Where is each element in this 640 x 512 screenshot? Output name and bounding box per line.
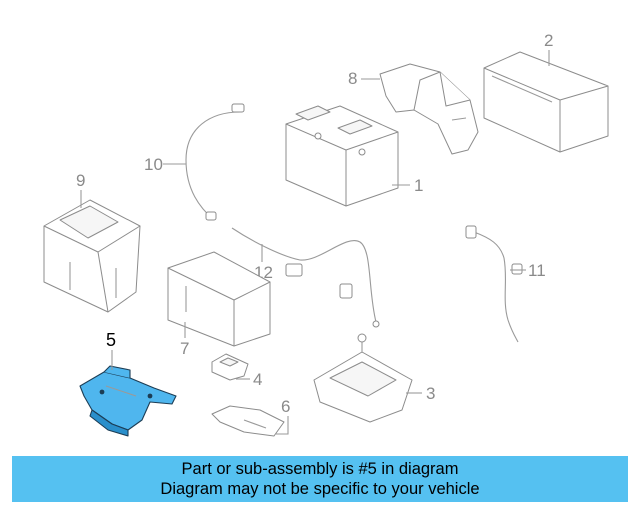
info-banner: Part or sub-assembly is #5 in diagram Di…: [12, 456, 628, 502]
part-8-bracket[interactable]: [379, 63, 479, 155]
callout-2: 2: [544, 31, 553, 50]
part-9-cover[interactable]: [43, 199, 141, 313]
part-10-cable[interactable]: [185, 103, 245, 221]
banner-line-1: Part or sub-assembly is #5 in diagram: [181, 460, 459, 478]
part-11-sensor-cable[interactable]: [465, 225, 523, 343]
leader-6: [276, 416, 289, 435]
callout-11: 11: [528, 261, 546, 280]
part-3-battery-tray[interactable]: [313, 333, 413, 423]
part-1-battery[interactable]: [285, 105, 399, 207]
callout-5: 5: [106, 330, 116, 350]
callout-8: 8: [348, 69, 357, 88]
callout-10: 10: [144, 155, 163, 174]
callout-1: 1: [414, 176, 423, 195]
part-5-bracket-highlighted[interactable]: [79, 365, 177, 437]
callout-3: 3: [426, 384, 435, 403]
callout-4: 4: [253, 370, 262, 389]
banner-line-2: Diagram may not be specific to your vehi…: [160, 480, 480, 498]
callout-7: 7: [180, 339, 189, 358]
part-6-hold-down[interactable]: [211, 405, 285, 437]
callout-6: 6: [281, 397, 290, 416]
callout-9: 9: [76, 171, 85, 190]
part-12-wiring-harness[interactable]: [231, 227, 380, 328]
part-2-battery-cover[interactable]: [483, 51, 609, 153]
part-4-clip[interactable]: [211, 353, 249, 381]
part-7-tray-box[interactable]: [167, 251, 271, 347]
